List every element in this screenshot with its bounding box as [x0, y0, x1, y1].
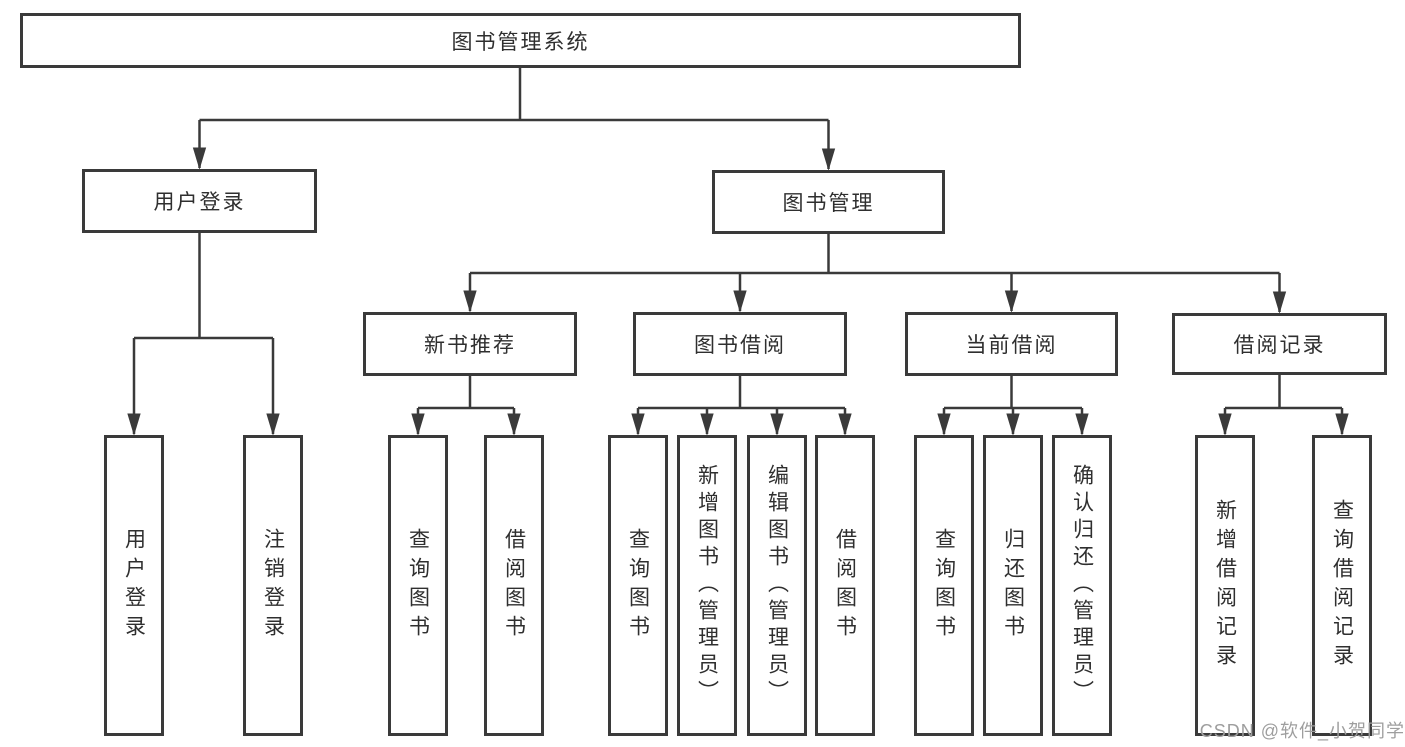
- leaf-newbook-borrow-book: 借阅图书: [484, 435, 544, 736]
- node-user-login: 用户登录: [82, 169, 317, 233]
- node-new-book-recommend-label: 新书推荐: [424, 334, 516, 357]
- leaf-borrow-book-label: 借阅图书: [833, 527, 857, 644]
- leaf-logout: 注销登录: [243, 435, 303, 736]
- leaf-add-borrow-record-label: 新增借阅记录: [1213, 498, 1237, 673]
- node-book-borrow-label: 图书借阅: [694, 334, 786, 357]
- leaf-edit-book-admin-label: 编辑图书（管理员）: [765, 464, 789, 707]
- leaf-current-query-book: 查询图书: [914, 435, 974, 736]
- leaf-borrow-book: 借阅图书: [815, 435, 875, 736]
- node-root: 图书管理系统: [20, 13, 1021, 68]
- leaf-query-borrow-record: 查询借阅记录: [1312, 435, 1372, 736]
- leaf-confirm-return-admin: 确认归还（管理员）: [1052, 435, 1112, 736]
- node-current-borrow-label: 当前借阅: [965, 334, 1058, 357]
- node-borrow-records: 借阅记录: [1172, 313, 1387, 375]
- leaf-borrow-query-book: 查询图书: [608, 435, 668, 736]
- leaf-user-login-label: 用户登录: [122, 527, 146, 644]
- node-new-book-recommend: 新书推荐: [363, 312, 577, 376]
- leaf-add-book-admin-label: 新增图书（管理员）: [695, 464, 719, 707]
- leaf-newbook-query-book-label: 查询图书: [406, 527, 430, 644]
- leaf-current-query-book-label: 查询图书: [932, 527, 956, 644]
- leaf-confirm-return-admin-label: 确认归还（管理员）: [1070, 464, 1094, 707]
- leaf-borrow-query-book-label: 查询图书: [626, 527, 650, 644]
- leaf-logout-label: 注销登录: [261, 527, 285, 644]
- csdn-watermark: CSDN @软件_小贺同学: [1199, 721, 1405, 741]
- node-root-label: 图书管理系统: [451, 30, 590, 54]
- node-book-borrow: 图书借阅: [633, 312, 847, 376]
- node-borrow-records-label: 借阅记录: [1233, 334, 1326, 357]
- leaf-user-login: 用户登录: [104, 435, 164, 736]
- leaf-add-borrow-record: 新增借阅记录: [1195, 435, 1255, 736]
- leaf-return-book: 归还图书: [983, 435, 1043, 736]
- leaf-query-borrow-record-label: 查询借阅记录: [1330, 498, 1354, 673]
- leaf-newbook-borrow-book-label: 借阅图书: [502, 527, 526, 644]
- node-current-borrow: 当前借阅: [905, 312, 1118, 376]
- node-book-management: 图书管理: [712, 170, 945, 234]
- node-user-login-label: 用户登录: [153, 191, 246, 214]
- leaf-edit-book-admin: 编辑图书（管理员）: [747, 435, 807, 736]
- node-book-management-label: 图书管理: [782, 192, 875, 215]
- leaf-return-book-label: 归还图书: [1001, 527, 1025, 644]
- leaf-newbook-query-book: 查询图书: [388, 435, 448, 736]
- leaf-add-book-admin: 新增图书（管理员）: [677, 435, 737, 736]
